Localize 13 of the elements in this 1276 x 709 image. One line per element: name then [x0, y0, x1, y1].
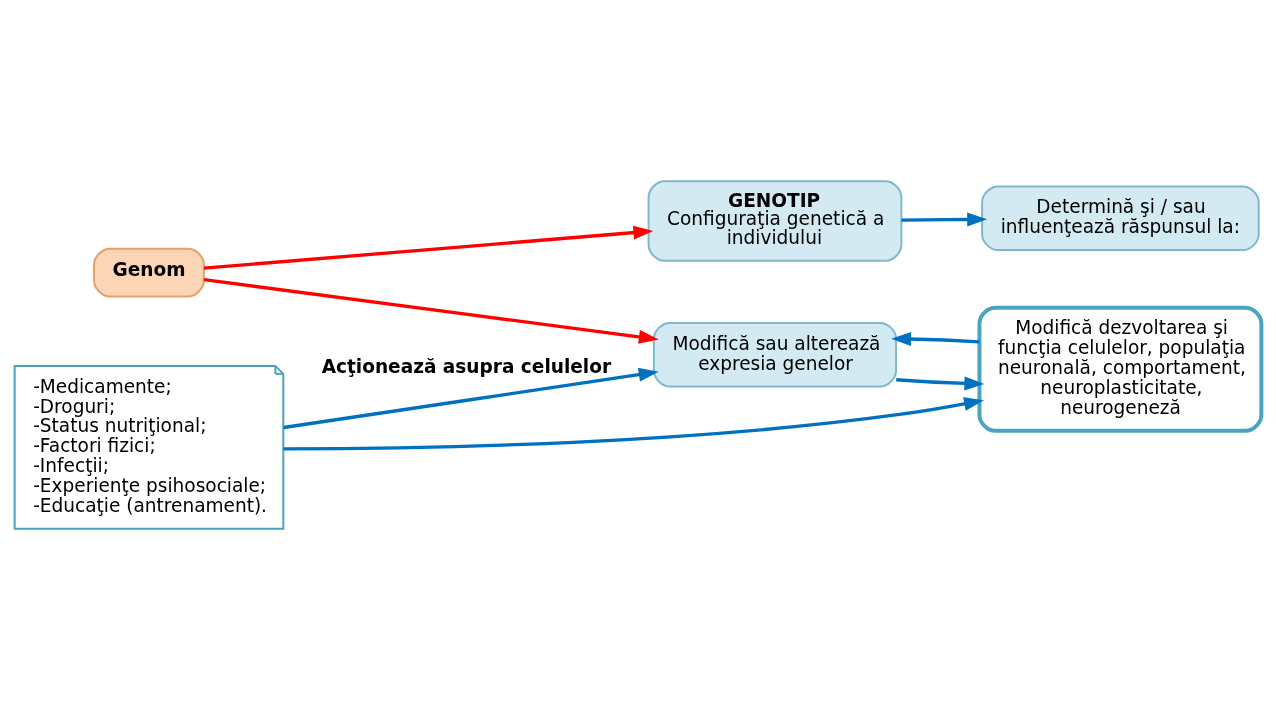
arrow [901, 212, 988, 226]
node-box: Modifică dezvoltarea şi funcţia celulelor, populaţia neuronală, comportament, neuroplasticitate, neurogeneză [977, 305, 1264, 433]
node-box: Genom [93, 247, 205, 297]
node-box: GENOTIP Configuraţia genetică a individului [647, 179, 903, 262]
arrow [891, 331, 980, 346]
edge-label: Acţionează asupra celulelor [321, 355, 612, 377]
arrow [203, 277, 659, 344]
node-box: Modifică sau alterează expresia genelor [652, 321, 898, 387]
arrow [283, 367, 659, 429]
node-box: Determină şi / sau influenţează răspunsul la: [981, 185, 1260, 251]
arrow [203, 225, 654, 270]
arrow [896, 375, 985, 390]
arrow [283, 396, 984, 450]
